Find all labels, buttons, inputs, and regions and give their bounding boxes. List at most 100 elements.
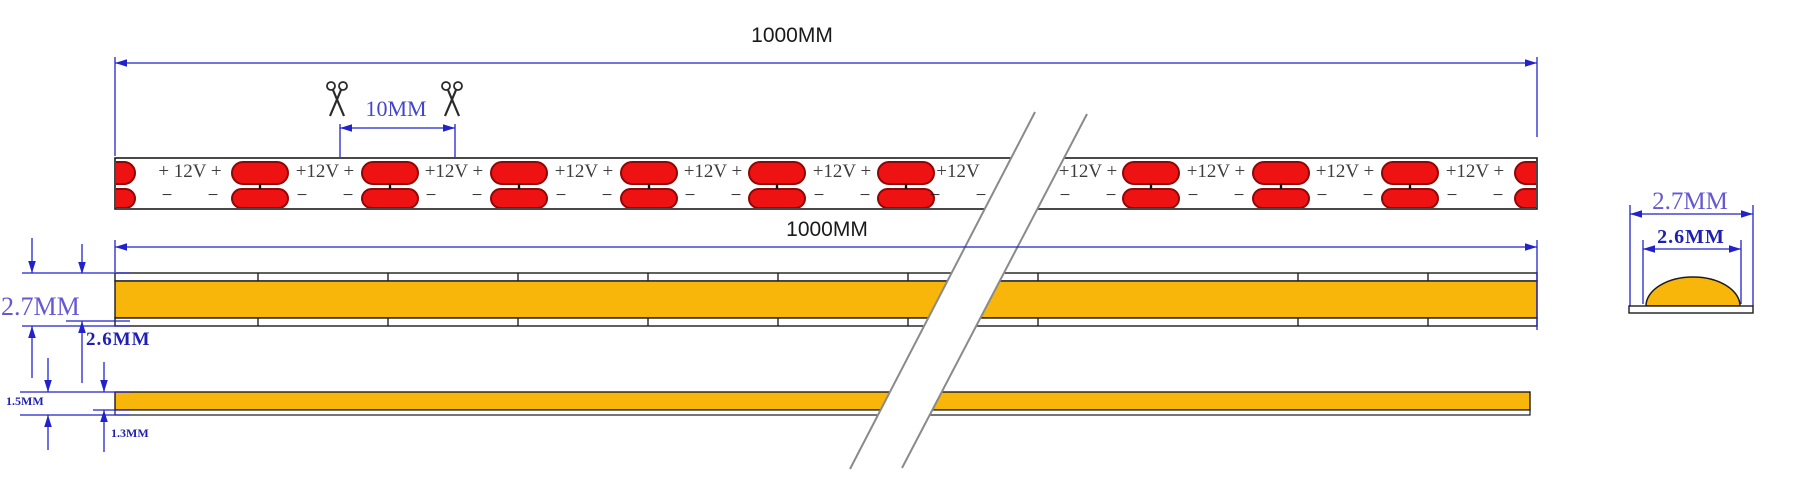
side-view-length-label: 1000MM bbox=[786, 218, 868, 241]
cut-spacing-label: 10MM bbox=[365, 96, 427, 121]
pcb-negative-label: − bbox=[425, 185, 437, 206]
pcb-negative-label: − bbox=[929, 185, 941, 206]
side-view-top-edge bbox=[114, 272, 1538, 282]
dimension-arrowhead bbox=[44, 380, 52, 392]
side-view-emitting-height-label: 2.6MM bbox=[86, 329, 151, 350]
pcb-voltage-label: +12V + bbox=[554, 161, 614, 182]
scissors-handle bbox=[326, 81, 336, 91]
solder-pad-negative bbox=[748, 188, 806, 208]
pcb-negative-label: − bbox=[730, 185, 742, 206]
pads-group bbox=[116, 161, 1536, 208]
dimension-arrowhead bbox=[100, 410, 108, 422]
scissors-blade bbox=[446, 89, 461, 117]
side-view-bottom-edge bbox=[114, 317, 1538, 327]
dimension-arrowhead bbox=[44, 415, 52, 427]
solder-pad-positive bbox=[620, 161, 678, 185]
solder-pad-negative bbox=[116, 188, 136, 208]
solder-pad-negative bbox=[361, 188, 419, 208]
solder-pad-positive bbox=[1252, 161, 1310, 185]
pcb-negative-label: − bbox=[975, 185, 987, 206]
pcb-negative-label: − bbox=[1187, 185, 1199, 206]
scissors-icon bbox=[441, 81, 463, 117]
dimension-arrowhead bbox=[78, 321, 86, 333]
break-line bbox=[901, 113, 1088, 469]
solder-pad-positive bbox=[231, 161, 289, 185]
solder-pad-positive bbox=[490, 161, 548, 185]
side-view-overall-height-label: 2.7MM bbox=[1, 292, 80, 321]
pcb-negative-label: − bbox=[555, 185, 567, 206]
dimension-arrowhead bbox=[115, 59, 127, 67]
top-view-length-label: 1000MM bbox=[751, 24, 833, 47]
bottom-view-overall-height-label: 1.5MM bbox=[6, 394, 44, 408]
pcb-voltage-label: +12V + bbox=[1315, 161, 1375, 182]
solder-pad-positive bbox=[1122, 161, 1180, 185]
solder-pad-positive bbox=[116, 161, 136, 185]
solder-pad-negative bbox=[1514, 188, 1536, 208]
phosphor-dome bbox=[1645, 276, 1741, 307]
scissors-blade bbox=[328, 89, 343, 117]
solder-pad-negative bbox=[490, 188, 548, 208]
pcb-negative-label: − bbox=[1059, 185, 1071, 206]
pcb-voltage-label: +12V + bbox=[1445, 161, 1505, 182]
solder-pad-negative bbox=[231, 188, 289, 208]
pcb-negative-label: − bbox=[1362, 185, 1374, 206]
solder-pad-negative bbox=[1252, 188, 1310, 208]
pcb-voltage-label: +12V + bbox=[1058, 161, 1118, 182]
pcb-negative-label: − bbox=[684, 185, 696, 206]
scissors-blade bbox=[443, 89, 458, 117]
solder-pad-negative bbox=[620, 188, 678, 208]
pcb-negative-label: − bbox=[1233, 185, 1245, 206]
pcb-negative-label: − bbox=[1316, 185, 1328, 206]
bottom-view-body bbox=[114, 391, 1531, 411]
dimension-arrowhead bbox=[1630, 210, 1642, 218]
solder-pad-positive bbox=[361, 161, 419, 185]
pcb-negative-label: − bbox=[471, 185, 483, 206]
pcb-negative-label: − bbox=[296, 185, 308, 206]
dimension-arrowhead bbox=[1729, 245, 1741, 253]
dimension-arrowhead bbox=[115, 243, 127, 251]
scissors-handle bbox=[338, 81, 348, 91]
break-line bbox=[849, 111, 1036, 470]
dimension-arrowhead bbox=[1525, 243, 1537, 251]
solder-pad-positive bbox=[1514, 161, 1536, 185]
solder-pad-negative bbox=[877, 188, 935, 208]
pcb-negative-label: − bbox=[1446, 185, 1458, 206]
pcb-voltage-label: +12V + bbox=[295, 161, 355, 182]
solder-pad-negative bbox=[1122, 188, 1180, 208]
solder-pad-positive bbox=[748, 161, 806, 185]
pcb-voltage-label: + 12V + bbox=[158, 161, 222, 182]
dimension-arrowhead bbox=[1643, 245, 1655, 253]
pcb-voltage-label: +12V + bbox=[424, 161, 484, 182]
scissors-handle bbox=[441, 81, 451, 91]
pcb-voltage-label: +12V + bbox=[1186, 161, 1246, 182]
bottom-view-pcb-height-label: 1.3MM bbox=[111, 426, 149, 440]
pcb-negative-label: − bbox=[1105, 185, 1117, 206]
dimension-arrowhead bbox=[28, 326, 36, 338]
pcb-voltage-label: +12V + bbox=[683, 161, 743, 182]
pcb-negative-label: − bbox=[1492, 185, 1504, 206]
dimension-arrowhead bbox=[340, 124, 352, 132]
side-view-body bbox=[114, 280, 1538, 319]
scissors-handle bbox=[453, 81, 463, 91]
pcb-negative-label: − bbox=[207, 185, 219, 206]
dimension-arrowhead bbox=[443, 124, 455, 132]
pcb-negative-label: − bbox=[161, 185, 173, 206]
solder-pad-negative bbox=[1381, 188, 1439, 208]
pcb-voltage-label: +12V bbox=[936, 161, 980, 182]
cross-section-emitting-width-label: 2.6MM bbox=[1657, 226, 1725, 248]
scissors-blade bbox=[331, 89, 346, 117]
bottom-view-base bbox=[114, 409, 1531, 416]
solder-pad-positive bbox=[1381, 161, 1439, 185]
pcb-negative-label: − bbox=[342, 185, 354, 206]
base-plate bbox=[1628, 305, 1754, 314]
dimension-arrowhead bbox=[78, 262, 86, 274]
pcb-negative-label: − bbox=[859, 185, 871, 206]
scissors-icon bbox=[326, 81, 348, 117]
dimension-arrowhead bbox=[1741, 210, 1753, 218]
solder-pad-positive bbox=[877, 161, 935, 185]
dimension-arrowhead bbox=[100, 380, 108, 392]
dimension-arrowhead bbox=[1525, 59, 1537, 67]
pcb-negative-label: − bbox=[601, 185, 613, 206]
